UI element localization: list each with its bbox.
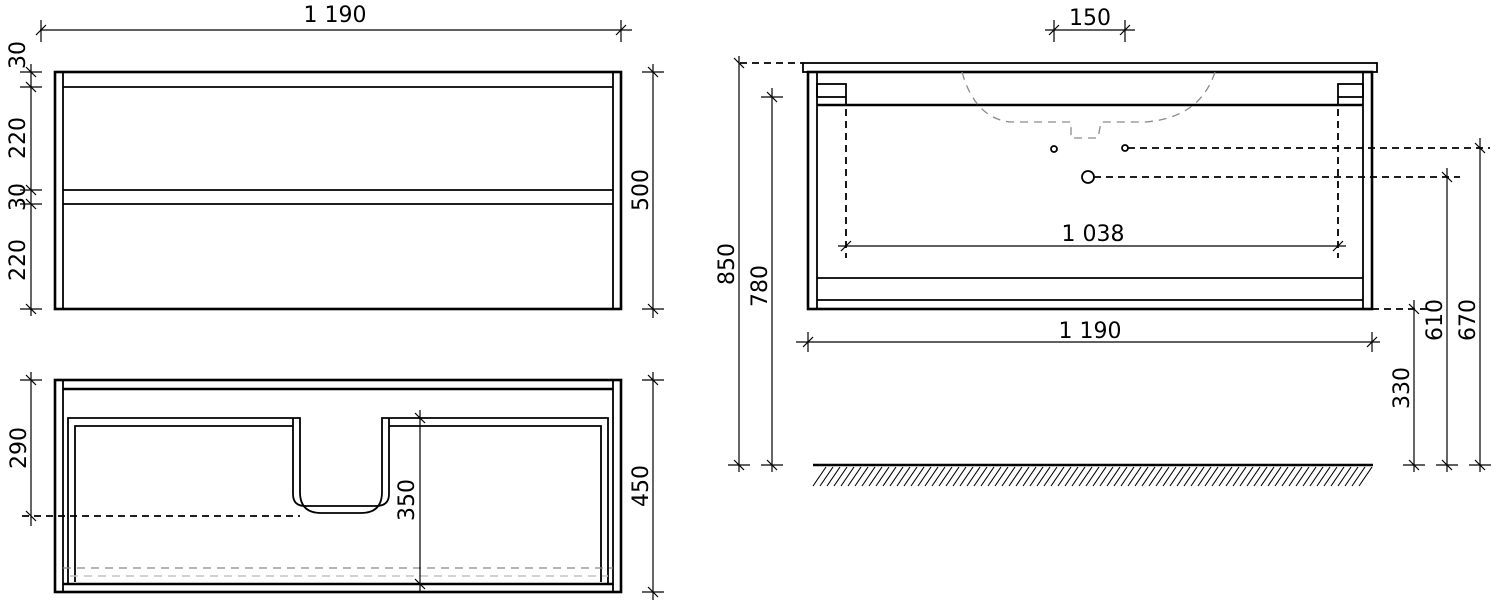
cabinet-back-outline <box>806 70 1374 311</box>
dim-drain-offset: 290 <box>7 372 42 526</box>
top-cabinet-outline <box>53 378 623 594</box>
dim-side-width: 1 190 <box>796 319 1380 352</box>
left-bracket <box>816 83 847 98</box>
installation-view: 150 1 038 1 190 850 <box>715 6 1491 487</box>
tap-hole-right <box>1121 144 1129 152</box>
dim-mount-spacing: 1 038 <box>838 222 1346 252</box>
drain-offset-label: 290 <box>7 427 32 469</box>
drain-hole <box>1081 170 1095 184</box>
floor-hatch <box>812 463 1373 487</box>
total-height-label: 850 <box>715 243 740 285</box>
dim-tap-spacing: 150 <box>1045 6 1135 42</box>
inlet-height-label: 670 <box>1456 299 1481 341</box>
countertop <box>802 62 1378 73</box>
dim-front-height: 500 <box>629 64 664 318</box>
right-bracket <box>1337 83 1364 98</box>
stack-label-bottom-drawer: 220 <box>6 239 31 281</box>
drain-height-label: 610 <box>1423 299 1448 341</box>
top-depth-label: 450 <box>629 465 654 507</box>
stack-label-mid-rail: 30 <box>6 183 31 211</box>
side-width-label: 1 190 <box>1059 319 1122 344</box>
basin-ghost-outline <box>961 71 1216 139</box>
front-view: 1 190 500 30 220 30 220 <box>6 3 664 318</box>
inner-depth-label: 350 <box>395 479 420 521</box>
dim-right-heights: 330 610 670 <box>1390 138 1491 472</box>
front-cabinet-outline <box>53 70 623 311</box>
tap-hole-left <box>1050 145 1058 153</box>
top-view: 290 350 450 <box>7 372 664 600</box>
stack-label-top-rail: 30 <box>6 41 31 69</box>
tap-spacing-label: 150 <box>1069 6 1111 31</box>
front-width-label: 1 190 <box>304 3 367 28</box>
dim-top-depth: 450 <box>629 372 664 600</box>
dim-inner-depth: 350 <box>395 410 426 592</box>
mount-height-label: 780 <box>748 265 773 307</box>
drawer-outline-outer <box>67 417 609 584</box>
dim-front-stack: 30 220 30 220 <box>6 41 42 316</box>
dim-mount-height: 780 <box>748 88 783 472</box>
stack-label-top-drawer: 220 <box>6 117 31 159</box>
dim-front-width: 1 190 <box>35 3 632 42</box>
mount-spacing-label: 1 038 <box>1062 222 1125 247</box>
bottom-height-label: 330 <box>1390 367 1415 409</box>
front-height-label: 500 <box>629 169 654 211</box>
dim-total-height: 850 <box>715 56 750 472</box>
